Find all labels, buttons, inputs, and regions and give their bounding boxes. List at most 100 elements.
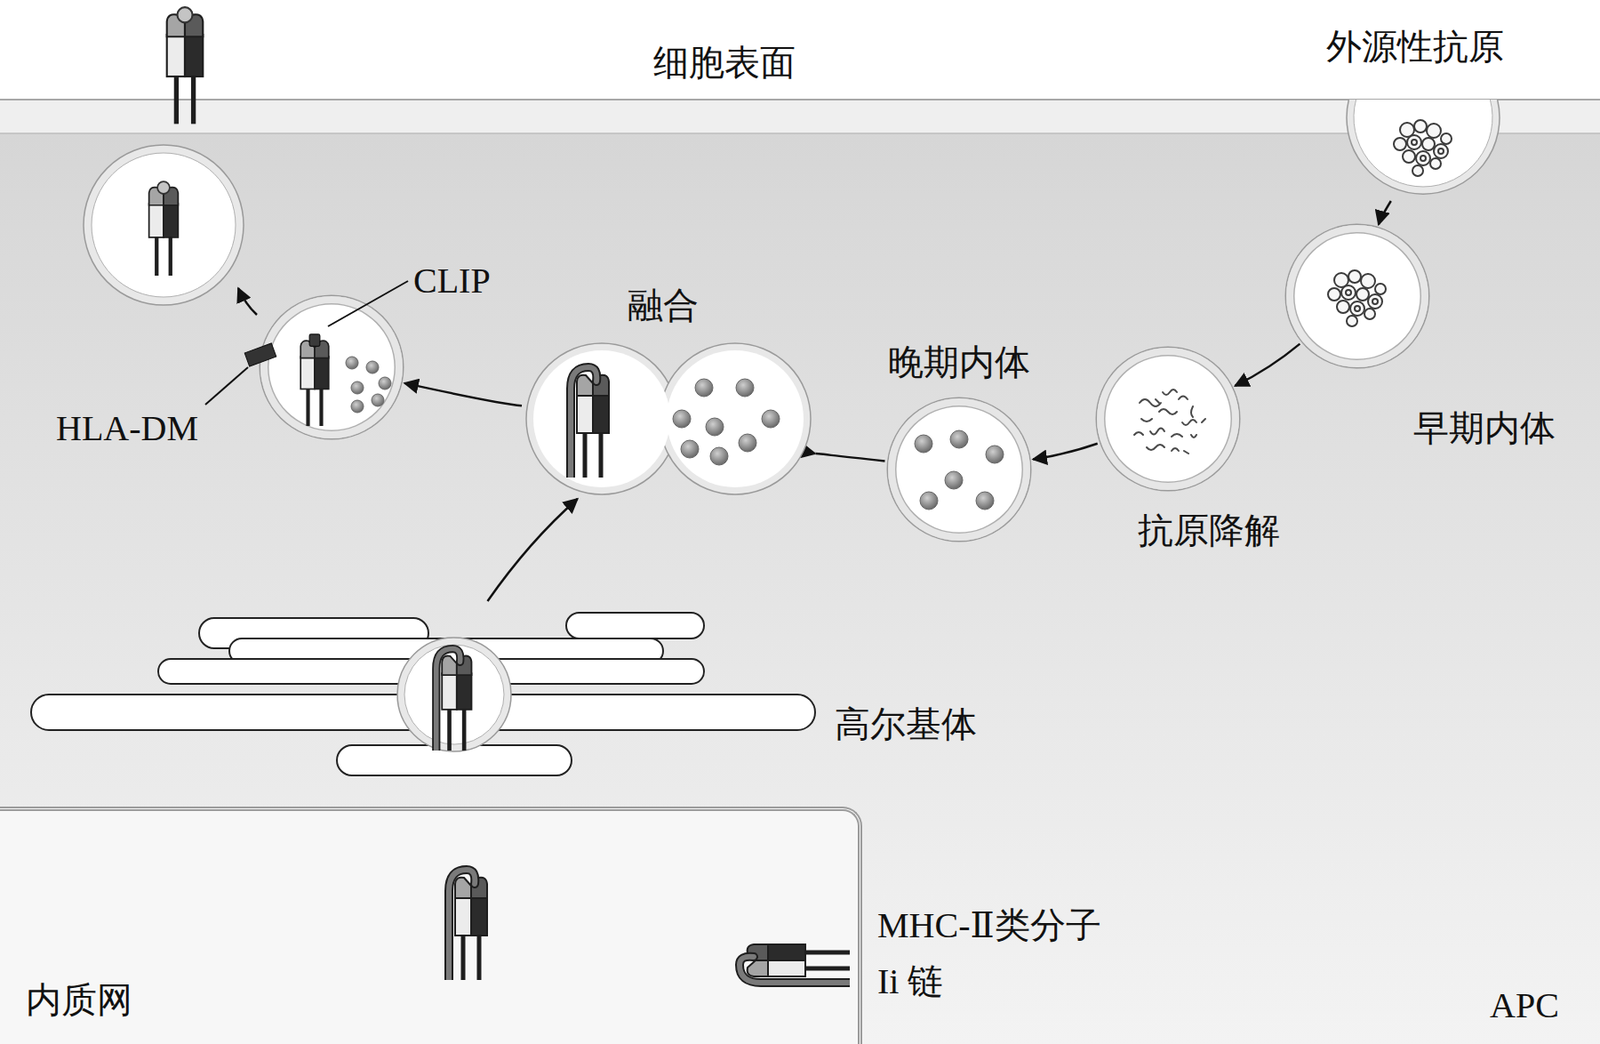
antigen-clump	[1328, 270, 1386, 327]
illustration-part	[1420, 155, 1426, 161]
illustration-part	[1182, 419, 1197, 425]
illustration-part	[351, 400, 364, 413]
early-endosome: 早期内体	[1286, 224, 1429, 368]
transport-arrow	[238, 288, 257, 315]
mhc-ii-chain	[739, 944, 850, 983]
illustration-part	[1364, 308, 1376, 320]
illustration-part	[1155, 399, 1160, 403]
illustration-part	[1171, 433, 1183, 437]
illustration-part	[738, 433, 757, 452]
hla-dm-symbol	[244, 343, 277, 367]
flow-arrow	[488, 498, 578, 601]
illustration-part	[1341, 285, 1356, 300]
flow-arrow	[1378, 200, 1392, 225]
illustration-part	[739, 944, 850, 983]
illustration-part	[1354, 305, 1360, 312]
illustration-part	[1346, 99, 1500, 194]
peptides	[888, 398, 1031, 541]
illustration-part	[672, 409, 691, 428]
flow-arrow	[404, 383, 522, 406]
illustration-part	[533, 350, 671, 488]
illustration-part	[31, 612, 816, 776]
illustration-part	[695, 378, 713, 397]
illustration-part	[1375, 283, 1386, 295]
illustration-part	[1336, 300, 1350, 313]
illustration-part	[944, 471, 963, 489]
node-label: 融合	[627, 285, 699, 327]
illustration-part	[1134, 432, 1144, 435]
illustration-part	[761, 409, 780, 428]
illustration-part	[345, 356, 359, 369]
illustration-part	[1141, 418, 1152, 422]
illustration-part	[1134, 389, 1206, 454]
illustration-part	[659, 343, 811, 495]
illustration-part	[1346, 99, 1500, 194]
node-label: 外源性抗原	[1326, 26, 1504, 68]
node-label: 早期内体	[1413, 408, 1556, 449]
illustration-part	[1348, 270, 1361, 283]
illustration-part	[1356, 288, 1369, 301]
illustration-part	[950, 430, 968, 448]
illustration-part	[1430, 158, 1441, 169]
mhc-clip	[300, 334, 329, 426]
illustration-part	[1426, 123, 1441, 138]
cytoplasm	[0, 133, 1600, 1044]
apc-cell: APC 外源性抗原 早期内体 抗原降解 晚期内体 融合 CLI	[0, 133, 1600, 1044]
mhc-ii-chain	[570, 367, 609, 478]
illustration-part	[1162, 389, 1177, 395]
mhc-peptide	[149, 181, 179, 276]
illustration-part	[1407, 135, 1422, 150]
illustration-part	[397, 637, 512, 752]
illustration-part	[1201, 418, 1206, 423]
surface-mhc	[167, 7, 204, 124]
endoplasmic-reticulum: 内质网	[0, 806, 863, 1044]
node-label: 抗原降解	[1137, 510, 1280, 552]
leader-line	[328, 280, 408, 327]
illustration-part	[1146, 444, 1165, 450]
degraded-antigen	[1096, 347, 1240, 490]
illustration-part	[1353, 99, 1493, 187]
illustration-part	[351, 381, 364, 394]
illustration-part	[914, 434, 933, 453]
illustration-part	[1416, 151, 1431, 166]
vesicle	[83, 144, 244, 305]
illustration-part	[1393, 137, 1407, 151]
flow-arrow	[1234, 344, 1300, 386]
illustration-part	[1433, 144, 1448, 159]
free-label: 细胞表面	[653, 42, 796, 84]
illustration-part	[378, 376, 392, 390]
node-label: APC	[1489, 984, 1560, 1026]
illustration-part	[1438, 148, 1444, 154]
clip-vesicle	[260, 296, 403, 439]
illustration-part	[345, 356, 392, 413]
fusion-vesicle: 融合	[525, 342, 812, 496]
illustration-part	[371, 393, 384, 407]
illustration-part	[705, 417, 724, 436]
golgi: 高尔基体	[30, 604, 816, 783]
degradation-vesicle: 抗原降解	[1096, 347, 1240, 490]
illustration-part	[976, 491, 994, 510]
illustration-part	[1150, 428, 1165, 435]
illustration-part	[680, 440, 699, 458]
vesicle-lumen	[91, 152, 236, 297]
clip-vesicle: CLIPHLA-DM	[260, 296, 403, 439]
node-label: 晚期内体	[888, 342, 1031, 384]
illustration-part	[1411, 139, 1417, 145]
illustration-part	[366, 360, 379, 374]
leader-line	[205, 367, 248, 405]
illustration-part	[566, 612, 704, 639]
illustration-part	[1184, 450, 1189, 454]
illustration-part	[1402, 150, 1416, 163]
illustration-part	[1191, 434, 1197, 438]
illustration-part	[672, 378, 780, 465]
node-label: CLIP	[413, 260, 491, 302]
free-label: Ii 链	[877, 960, 944, 1002]
illustration-part	[1353, 99, 1493, 187]
illustration-part	[1159, 408, 1177, 415]
illustration-part	[710, 447, 728, 465]
illustration-part	[1178, 396, 1188, 400]
illustration-part	[1440, 133, 1452, 144]
